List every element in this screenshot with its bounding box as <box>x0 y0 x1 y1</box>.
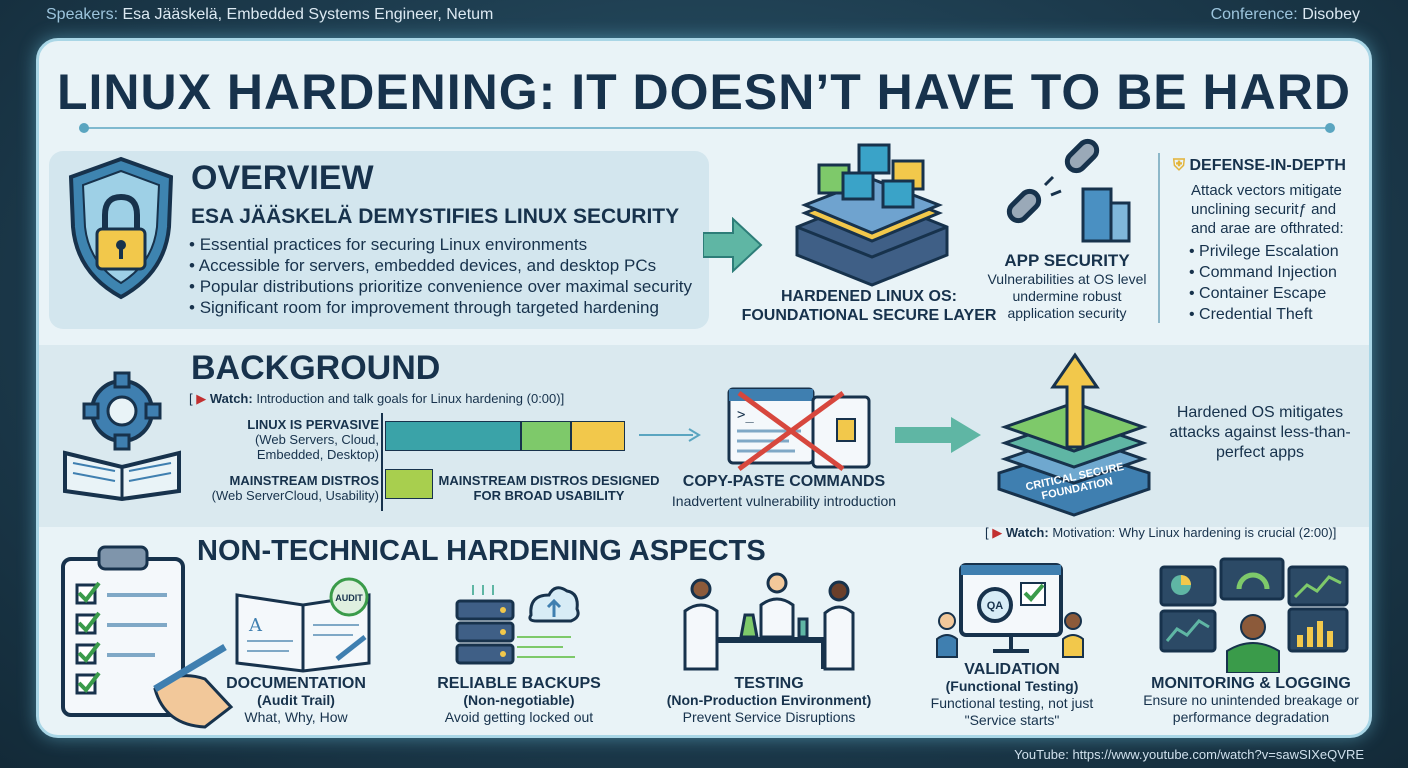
qa-badge: QA <box>987 600 1004 612</box>
testing-title: TESTING <box>734 675 804 692</box>
conference-line: Conference: Disobey <box>1211 6 1360 24</box>
watch-label: Watch: <box>1005 525 1049 540</box>
app-security-heading: APP SECURITY <box>1004 251 1130 270</box>
monitoring-text: Ensure no unintended breakage or perform… <box>1143 692 1359 725</box>
testing-text: Prevent Service Disruptions <box>682 709 856 725</box>
play-icon: ▶ <box>992 525 1003 540</box>
copy-paste-text: Inadvertent vulnerability introduction <box>671 493 897 509</box>
overview-bullets: Essential practices for securing Linux e… <box>189 234 692 318</box>
speakers-value: Esa Jääskelä, Embedded Systems Engineer,… <box>122 6 494 23</box>
youtube-link[interactable]: YouTube: https://www.youtube.com/watch?v… <box>1014 747 1364 762</box>
hardened-os-label: HARDENED LINUX OS: FOUNDATIONAL SECURE L… <box>739 287 999 325</box>
testing-card: TESTING (Non-Production Environment) Pre… <box>649 675 889 726</box>
overview-heading: OVERVIEW <box>191 159 374 197</box>
mainstream-bar <box>385 469 433 499</box>
defense-in-depth-title: DEFENSE-IN-DEPTH <box>1189 157 1346 174</box>
backups-text: Avoid getting locked out <box>444 709 594 725</box>
documentation-card: DOCUMENTATION (Audit Trail) What, Why, H… <box>213 675 379 726</box>
validation-text: Functional testing, not just "Service st… <box>930 695 1094 728</box>
defense-in-depth-heading: ⛨ DEFENSE-IN-DEPTH <box>1173 157 1346 175</box>
audit-book-icon: A AUDIT <box>235 577 371 673</box>
secure-foundation-stack-icon <box>997 352 1151 517</box>
gear-book-icon <box>63 371 181 501</box>
nontech-heading: NON-TECHNICAL HARDENING ASPECTS <box>197 535 766 567</box>
infographic-panel: LINUX HARDENING: IT DOESN’T HAVE TO BE H… <box>36 38 1372 738</box>
bar-axis <box>381 413 383 511</box>
conference-label: Conference: <box>1210 6 1298 23</box>
play-icon: ▶ <box>196 391 207 406</box>
overview-subheading: ESA JÄÄSKELÄ DEMYSTIFIES LINUX SECURITY <box>191 205 680 228</box>
pervasive-heading: LINUX IS PERVASIVE <box>247 417 379 432</box>
documentation-sub: (Audit Trail) <box>257 692 335 708</box>
mainstream-broad-usability: MAINSTREAM DISTROS DESIGNED FOR BROAD US… <box>438 473 660 503</box>
mainstream-sub: (Web ServerCloud, Usability) <box>211 488 379 503</box>
validation-title: VALIDATION <box>964 661 1060 678</box>
validation-sub: (Functional Testing) <box>945 678 1079 694</box>
arrow-right-icon <box>703 217 763 273</box>
shield-icon: ⛨ <box>1173 157 1186 174</box>
shield-lock-icon <box>68 156 174 300</box>
hardened-os-label-line1: HARDENED LINUX OS: <box>780 288 957 305</box>
arrow-right-icon <box>895 417 981 453</box>
audit-badge: AUDIT <box>335 593 363 603</box>
server-backup-cloud-icon <box>455 585 580 665</box>
speakers-line: Speakers: Esa Jääskelä, Embedded Systems… <box>46 6 493 24</box>
clipboard-checklist-icon <box>61 545 234 729</box>
hardened-os-mitigates-text: Hardened OS mitigates attacks against le… <box>1169 404 1351 461</box>
arrow-right-icon <box>639 428 701 442</box>
svg-text:A: A <box>248 615 263 636</box>
watch-text: Motivation: Why Linux hardening is cruci… <box>1052 525 1337 540</box>
testing-sub: (Non-Production Environment) <box>666 692 872 708</box>
defense-in-depth-bullets: Privilege Escalation Command Injection C… <box>1189 241 1339 325</box>
lab-testers-icon <box>683 572 855 671</box>
backups-title: RELIABLE BACKUPS <box>437 675 601 692</box>
conference-value: Disobey <box>1302 6 1360 23</box>
svg-text:>_: >_ <box>737 407 754 423</box>
pervasive-sub: (Web Servers, Cloud, Embedded, Desktop) <box>254 432 379 462</box>
mainstream-label: MAINSTREAM DISTROS (Web ServerCloud, Usa… <box>199 473 379 503</box>
list-item: Popular distributions prioritize conveni… <box>189 276 692 297</box>
list-item: Command Injection <box>1189 262 1339 283</box>
watch-label: Watch: <box>209 391 253 406</box>
backups-sub: (Non-negotiable) <box>463 692 575 708</box>
mainstream-heading: MAINSTREAM DISTROS <box>229 473 380 488</box>
documentation-title: DOCUMENTATION <box>226 675 366 692</box>
monitoring-card: MONITORING & LOGGING Ensure no unintende… <box>1137 675 1365 726</box>
pervasive-bar-teal <box>385 421 521 451</box>
list-item: Privilege Escalation <box>1189 241 1339 262</box>
watch-link-motivation[interactable]: [ ▶ Watch: Motivation: Why Linux hardeni… <box>985 525 1337 540</box>
background-band <box>39 345 1369 527</box>
list-item: Credential Theft <box>1189 304 1339 325</box>
background-heading: BACKGROUND <box>191 349 441 387</box>
hardened-os-label-line2: FOUNDATIONAL SECURE LAYER <box>741 307 997 324</box>
hardened-os-stack-icon <box>795 143 949 287</box>
broken-chain-building-icon <box>1006 138 1131 243</box>
defense-in-depth-text: Attack vectors mitigate unclining securi… <box>1191 182 1344 237</box>
validation-card: VALIDATION (Functional Testing) Function… <box>927 661 1097 729</box>
watch-link-intro[interactable]: [ ▶ Watch: Introduction and talk goals f… <box>189 391 565 406</box>
list-item: Significant room for improvement through… <box>189 297 692 318</box>
list-item: Container Escape <box>1189 283 1339 304</box>
qa-monitor-icon: QA <box>936 563 1084 658</box>
divider <box>1158 153 1160 323</box>
watch-text: Introduction and talk goals for Linux ha… <box>256 391 565 406</box>
monitoring-dashboard-icon <box>1159 557 1349 673</box>
speakers-label: Speakers: <box>46 6 119 23</box>
backups-card: RELIABLE BACKUPS (Non-negotiable) Avoid … <box>429 675 609 726</box>
pervasive-bar-yellow <box>571 421 625 451</box>
copy-paste-icon: >_ <box>727 387 871 472</box>
documentation-text: What, Why, How <box>244 709 348 725</box>
pervasive-bar-green <box>521 421 571 451</box>
page-title: LINUX HARDENING: IT DOESN’T HAVE TO BE H… <box>57 64 1351 120</box>
monitoring-title: MONITORING & LOGGING <box>1151 675 1351 692</box>
app-security-text: Vulnerabilities at OS level undermine ro… <box>987 271 1147 321</box>
list-item: Accessible for servers, embedded devices… <box>189 255 692 276</box>
title-divider <box>79 123 1335 133</box>
pervasive-label: LINUX IS PERVASIVE (Web Servers, Cloud, … <box>219 417 379 462</box>
copy-paste-heading: COPY-PASTE COMMANDS <box>682 473 886 490</box>
list-item: Essential practices for securing Linux e… <box>189 234 692 255</box>
